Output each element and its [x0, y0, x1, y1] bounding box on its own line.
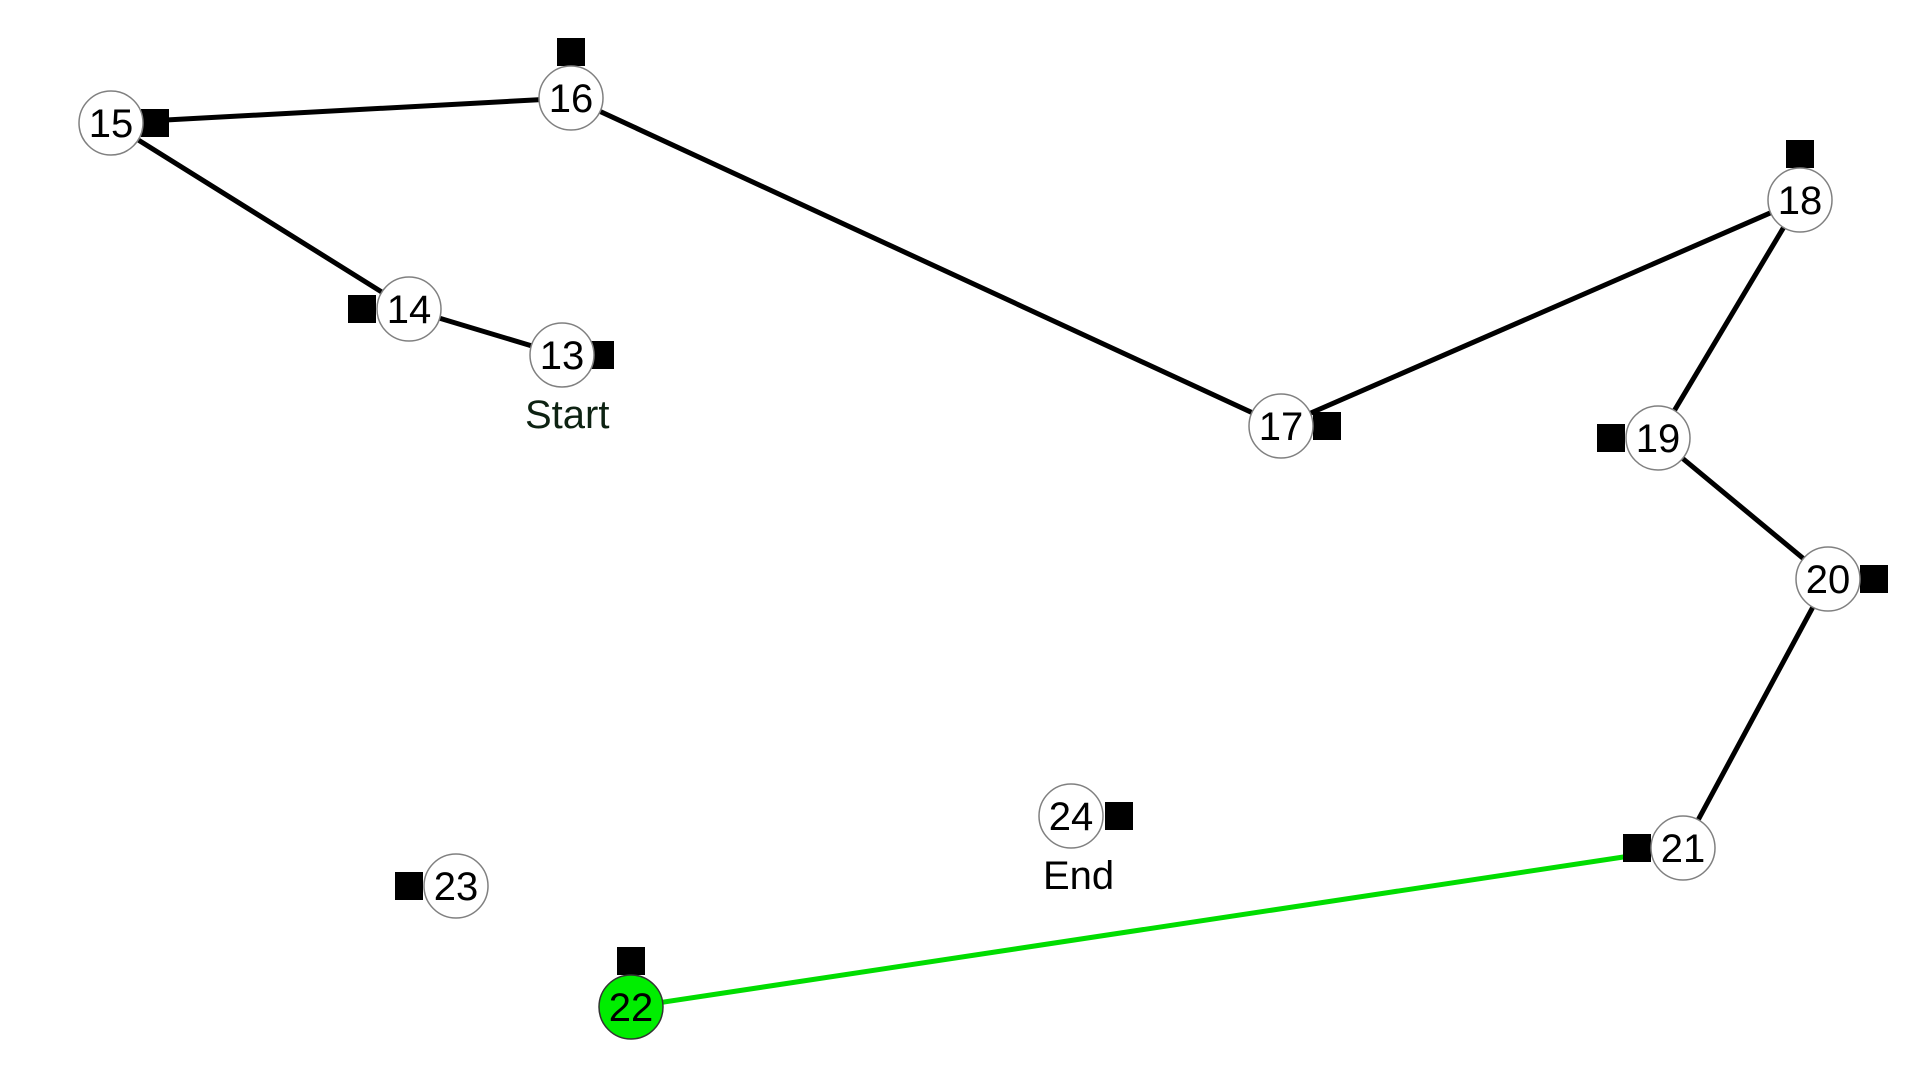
edge-19-20: [1656, 436, 1830, 581]
node-18[interactable]: 18: [1767, 167, 1833, 233]
end-label: End: [1043, 854, 1114, 898]
marker-20: [1860, 565, 1888, 593]
edge-17-18: [1280, 197, 1801, 429]
nodes-layer: 13 14 15 16 17 18 19 20 21 22 23 24: [78, 65, 1861, 1040]
node-circle-13: [529, 322, 595, 388]
node-19[interactable]: 19: [1625, 405, 1691, 471]
node-22[interactable]: 22: [598, 974, 664, 1040]
edge-16-17: [569, 95, 1283, 429]
marker-24: [1105, 802, 1133, 830]
marker-21: [1623, 834, 1651, 862]
node-label-19: 19: [1636, 417, 1681, 461]
node-circle-23: [423, 853, 489, 919]
marker-19: [1597, 424, 1625, 452]
node-21[interactable]: 21: [1650, 815, 1716, 881]
node-label-14: 14: [387, 288, 432, 332]
node-label-24: 24: [1049, 795, 1094, 839]
marker-22: [617, 947, 645, 975]
markers-layer: [141, 38, 1888, 975]
start-label: Start: [525, 393, 609, 437]
edge-21-22: [630, 845, 1684, 1010]
node-circle-18: [1767, 167, 1833, 233]
marker-15: [141, 109, 169, 137]
node-label-18: 18: [1778, 179, 1823, 223]
edge-20-21: [1680, 577, 1831, 850]
marker-23: [395, 872, 423, 900]
node-label-15: 15: [89, 102, 134, 146]
node-circle-15: [78, 90, 144, 156]
node-16[interactable]: 16: [538, 65, 604, 131]
node-label-17: 17: [1259, 405, 1304, 449]
marker-16: [557, 38, 585, 66]
edges-layer: [109, 95, 1831, 1010]
node-circle-19: [1625, 405, 1691, 471]
node-20[interactable]: 20: [1795, 546, 1861, 612]
edge-14-15: [109, 120, 411, 312]
node-13[interactable]: 13: [529, 322, 595, 388]
node-circle-24: [1038, 783, 1104, 849]
node-label-21: 21: [1661, 827, 1706, 871]
node-circle-14: [376, 276, 442, 342]
node-24[interactable]: 24: [1038, 783, 1104, 849]
node-label-22: 22: [609, 986, 654, 1030]
node-14[interactable]: 14: [376, 276, 442, 342]
node-23[interactable]: 23: [423, 853, 489, 919]
marker-14: [348, 295, 376, 323]
node-circle-17: [1248, 393, 1314, 459]
node-circle-16: [538, 65, 604, 131]
node-circle-20: [1795, 546, 1861, 612]
node-label-20: 20: [1806, 558, 1851, 602]
node-circle-22: [598, 974, 664, 1040]
edge-15-16: [110, 95, 572, 126]
node-label-23: 23: [434, 865, 479, 909]
marker-17: [1313, 412, 1341, 440]
node-label-16: 16: [549, 77, 594, 121]
node-label-13: 13: [540, 334, 585, 378]
node-17[interactable]: 17: [1248, 393, 1314, 459]
marker-18: [1786, 140, 1814, 168]
edge-18-19: [1655, 198, 1803, 440]
node-15[interactable]: 15: [78, 90, 144, 156]
node-circle-21: [1650, 815, 1716, 881]
